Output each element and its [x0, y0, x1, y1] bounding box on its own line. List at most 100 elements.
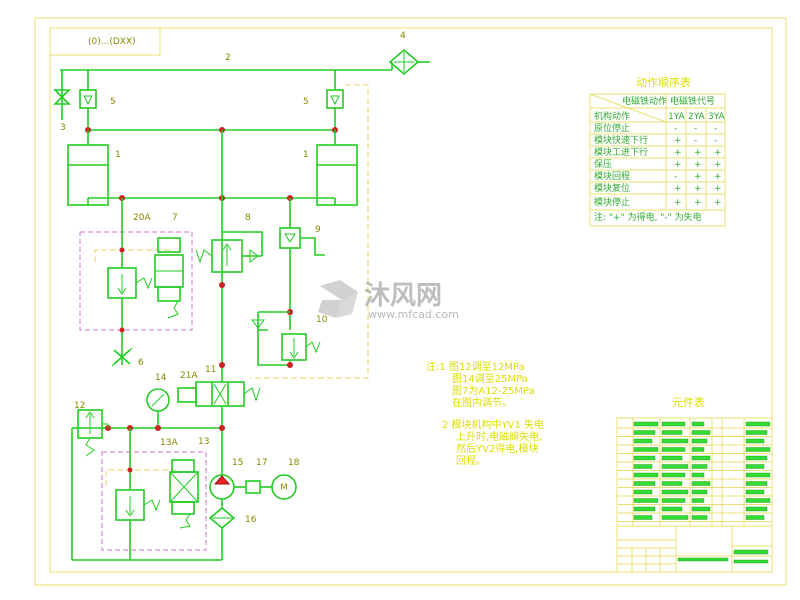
- parts-cell-fill: [633, 506, 656, 512]
- throttle-6-label: 6: [138, 358, 144, 368]
- cylinder-right: [316, 144, 358, 206]
- action-header-right: 电磁铁代号: [670, 95, 715, 107]
- valve-left-symbol: [53, 89, 71, 105]
- parts-cell-fill: [745, 455, 768, 461]
- parts-cell-fill: [633, 472, 659, 478]
- check-right-label: 5: [303, 97, 309, 107]
- valve-13a-label: 13A: [160, 438, 178, 448]
- parts-cell-fill: [745, 515, 765, 520]
- outer-frame: [34, 17, 787, 586]
- dashed-boundary-right: [250, 84, 369, 379]
- parts-cell-fill: [745, 481, 768, 486]
- parts-cell-fill: [691, 489, 708, 495]
- watermark-logo-icon: [318, 280, 358, 318]
- parts-cell-fill: [745, 506, 768, 512]
- notes-line-7: 回程。: [456, 455, 486, 467]
- action-col-1: 1YA: [668, 112, 686, 122]
- svg-text:+: +: [714, 160, 722, 170]
- parts-table-rows: [617, 421, 772, 522]
- action-header-left-bottom: 机构动作: [594, 110, 630, 122]
- coupling-17-label: 17: [256, 458, 267, 468]
- parts-cell-fill: [745, 464, 765, 469]
- parts-cell-fill: [661, 506, 683, 512]
- parts-cell-fill: [661, 421, 686, 427]
- motor-18-label: 18: [288, 458, 300, 468]
- svg-text:-: -: [674, 172, 677, 182]
- action-table: [589, 93, 726, 227]
- top-label-box: [50, 28, 161, 56]
- parts-cell-fill: [691, 472, 705, 478]
- notes-line-6: 然后YV2得电,模块: [456, 442, 539, 455]
- parts-cell-fill: [633, 481, 656, 486]
- parts-table-title: 元件表: [672, 395, 705, 409]
- parts-cell-fill: [633, 455, 656, 461]
- parts-cell-fill: [633, 447, 659, 452]
- svg-text:+: +: [714, 184, 722, 194]
- parts-cell-fill: [691, 430, 711, 435]
- svg-text:+: +: [674, 148, 682, 158]
- parts-cell-fill: [745, 498, 771, 503]
- parts-cell-fill: [661, 489, 689, 495]
- parts-cell-fill: [661, 472, 686, 478]
- watermark: 沐风网 www.mfcad.com: [318, 280, 459, 321]
- svg-text:-: -: [694, 124, 697, 134]
- svg-text:-: -: [674, 124, 677, 134]
- parts-cell-fill: [661, 481, 683, 486]
- svg-text:+: +: [694, 172, 702, 182]
- parts-cell-fill: [745, 421, 771, 427]
- motor-18-symbol: [271, 474, 297, 500]
- action-row-name: 模块停止: [594, 196, 630, 208]
- parts-cell-fill: [691, 438, 708, 444]
- gauge-14-label: 14: [155, 373, 167, 383]
- svg-text:+: +: [714, 148, 722, 158]
- parts-cell-fill: [691, 515, 708, 520]
- svg-text:+: +: [694, 198, 702, 208]
- action-row-name: 原位停止: [594, 122, 630, 134]
- parts-cell-fill: [745, 438, 765, 444]
- notes-line-4: 2 模块机构中YV1 失电: [442, 418, 544, 431]
- parts-cell-fill: [661, 430, 683, 435]
- check-left-symbol: [79, 89, 97, 109]
- coupling-17-symbol: [245, 480, 261, 494]
- action-row-name: 模块工进下行: [594, 146, 648, 158]
- cylinder-left: [67, 144, 109, 206]
- svg-text:+: +: [694, 160, 702, 170]
- parts-cell-fill: [745, 430, 768, 435]
- check-left-label: 5: [110, 97, 116, 107]
- filter-top-symbol: [388, 48, 420, 76]
- valve-7-label: 7: [172, 213, 178, 223]
- parts-cell-fill: [661, 438, 689, 444]
- parts-cell-fill: [691, 506, 711, 512]
- svg-text:-: -: [714, 136, 717, 146]
- parts-cell-fill: [691, 498, 705, 503]
- parts-cell-fill: [691, 455, 711, 461]
- svg-text:+: +: [674, 160, 682, 170]
- svg-text:+: +: [674, 136, 682, 146]
- action-row-name: 模块快速下行: [594, 134, 648, 146]
- parts-cell-fill: [745, 447, 771, 452]
- notes-line-1: 图14调至25MPa: [452, 373, 528, 385]
- parts-cell-fill: [633, 430, 656, 435]
- parts-cell-fill: [661, 455, 683, 461]
- parts-cell-fill: [691, 447, 705, 452]
- valve-8-label: 8: [245, 213, 251, 223]
- title-block: [616, 525, 773, 573]
- parts-cell-fill: [661, 515, 689, 520]
- svg-text:-: -: [714, 124, 717, 134]
- parts-cell-fill: [691, 421, 705, 427]
- svg-text:+: +: [694, 184, 702, 194]
- parts-cell-fill: [745, 489, 765, 495]
- valve-11-label: 11: [205, 365, 216, 375]
- parts-cell-fill: [633, 421, 659, 427]
- watermark-url: www.mfcad.com: [368, 308, 459, 321]
- svg-text:+: +: [674, 198, 682, 208]
- svg-text:M: M: [280, 483, 288, 493]
- valve-group-upper-box: [79, 231, 193, 331]
- valve-13-label: 13: [198, 437, 209, 447]
- valve-9-label: 9: [315, 225, 321, 235]
- parts-cell-fill: [633, 464, 653, 469]
- pipe-main-label: 2: [225, 53, 231, 63]
- cyl-right-label: 1: [303, 150, 309, 160]
- notes-title: 注:1 图12调至12MPa: [426, 360, 525, 373]
